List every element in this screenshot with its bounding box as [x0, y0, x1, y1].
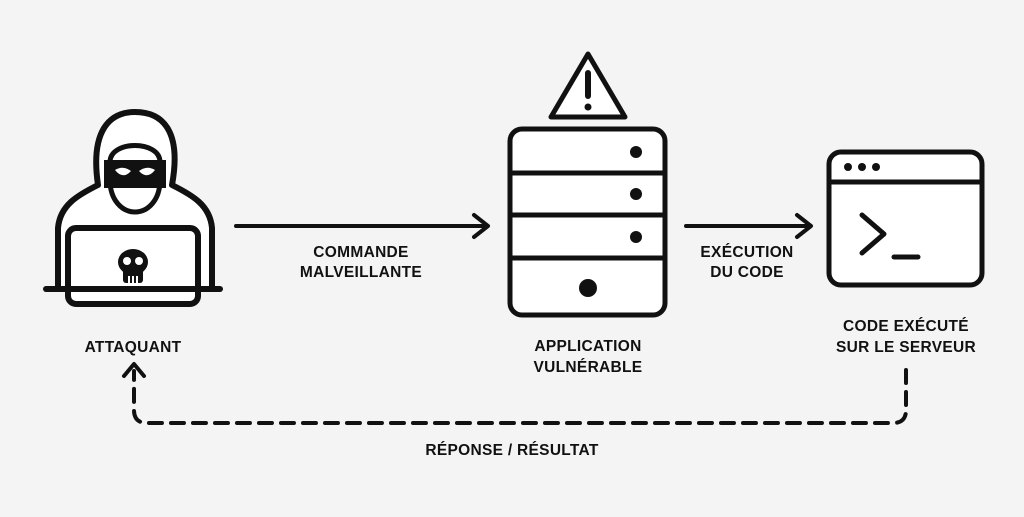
response-return-arrow — [122, 362, 908, 425]
code-execution-label-line1: EXÉCUTION — [700, 244, 793, 261]
server-led-2 — [630, 188, 642, 200]
application-label-line2: VULNÉRABLE — [534, 359, 643, 376]
terminal-prompt-chevron — [859, 212, 887, 256]
malicious-command-arrow — [234, 213, 490, 239]
server-led-4 — [579, 279, 597, 297]
laptop-icon — [43, 225, 223, 307]
attacker-label: ATTAQUANT — [85, 339, 182, 356]
server-led-3 — [630, 231, 642, 243]
malicious-command-label-line2: MALVEILLANTE — [300, 264, 422, 281]
skull-icon — [118, 249, 148, 283]
code-execution-label-line2: DU CODE — [710, 264, 784, 281]
code-execution-arrow — [684, 213, 813, 239]
malicious-command-label-line1: COMMANDE — [313, 244, 408, 261]
server-label-line2: SUR LE SERVEUR — [836, 339, 976, 356]
server-led-1 — [630, 146, 642, 158]
hacker-right-eye — [139, 167, 155, 176]
hacker-mask — [104, 160, 166, 188]
terminal-dot-3 — [872, 163, 880, 171]
server-label-line1: CODE EXÉCUTÉ — [843, 318, 969, 335]
server-rack-icon — [507, 126, 668, 318]
terminal-window-icon — [826, 149, 985, 288]
application-label-line1: APPLICATION — [534, 338, 641, 355]
terminal-dot-1 — [844, 163, 852, 171]
terminal-frame — [826, 149, 985, 288]
hacker-left-eye — [115, 167, 131, 176]
terminal-dot-2 — [858, 163, 866, 171]
response-label: RÉPONSE / RÉSULTAT — [425, 442, 599, 459]
warning-triangle-icon — [548, 51, 628, 120]
